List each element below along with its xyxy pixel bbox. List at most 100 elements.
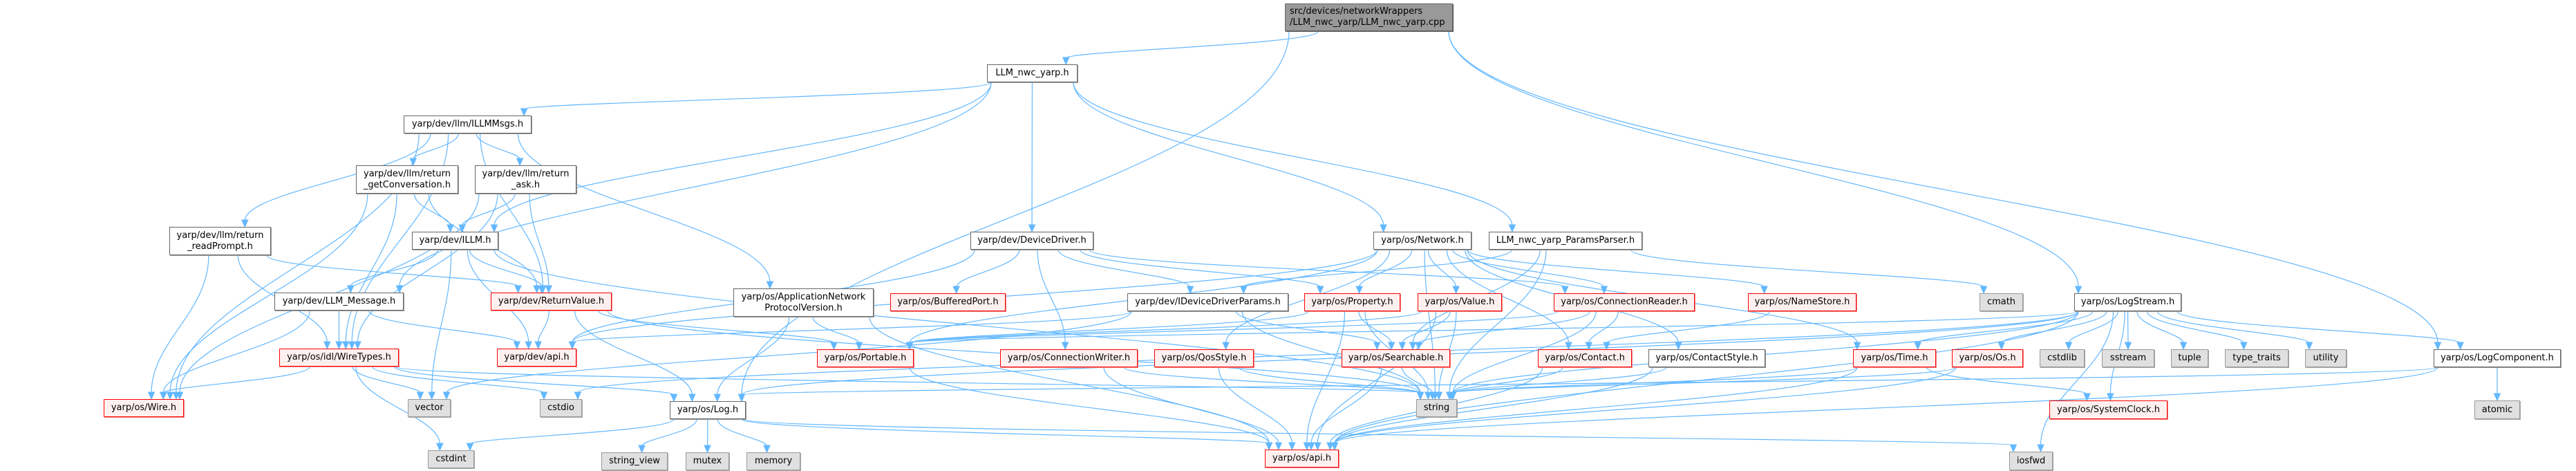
arrowhead-icon	[1288, 442, 1296, 451]
node-os-os[interactable]: yarp/os/Os.h	[1952, 349, 2023, 367]
node-bufferedport[interactable]: yarp/os/BufferedPort.h	[890, 293, 1006, 311]
node-return-readprompt[interactable]: yarp/dev/llm/return _readPrompt.h	[169, 227, 271, 255]
node-devicedriver[interactable]: yarp/dev/DeviceDriver.h	[970, 232, 1093, 250]
edge-idevicedriverparams-to-dev_api	[572, 311, 1132, 343]
arrowhead-icon	[354, 341, 361, 350]
node-vector[interactable]: vector	[408, 399, 451, 417]
edge-llm_nwc_yarp_h-to-paramsparser	[1073, 82, 1513, 226]
node-portable[interactable]: yarp/os/Portable.h	[817, 349, 914, 367]
node-returnvalue[interactable]: yarp/dev/ReturnValue.h	[491, 293, 612, 311]
arrowhead-icon	[1449, 391, 1457, 400]
edge-ret_readprompt-to-wire	[151, 255, 209, 394]
node-property[interactable]: yarp/os/Property.h	[1304, 293, 1400, 311]
node-qosstyle[interactable]: yarp/os/QosStyle.h	[1154, 349, 1254, 367]
node-value[interactable]: yarp/os/Value.h	[1418, 293, 1502, 311]
arrowhead-icon	[2240, 342, 2248, 351]
edge-paramsparser-to-idevicedriverparams	[1243, 249, 1512, 288]
node-connectionreader[interactable]: yarp/os/ConnectionReader.h	[1554, 293, 1695, 311]
node-paramsparser[interactable]: LLM_nwc_yarp_ParamsParser.h	[1489, 232, 1642, 250]
node-illm[interactable]: yarp/dev/ILLM.h	[412, 232, 498, 250]
node-label: yarp/os/ConnectionWriter.h	[1007, 353, 1131, 363]
node-label: mutex	[693, 456, 722, 466]
node-memory[interactable]: memory	[746, 452, 800, 470]
edge-illm-to-llm_message	[350, 249, 438, 287]
node-network[interactable]: yarp/os/Network.h	[1373, 232, 1472, 250]
node-os-api[interactable]: yarp/os/api.h	[1265, 450, 1339, 468]
node-sstream[interactable]: sstream	[2102, 349, 2154, 367]
edge-devicedriver-to-property	[1079, 249, 1321, 288]
node-llm-message[interactable]: yarp/dev/LLM_Message.h	[274, 293, 404, 311]
node-utility[interactable]: utility	[2305, 349, 2347, 367]
node-string[interactable]: string	[1416, 399, 1457, 417]
edge-llm_nwc_yarp_h-to-llm_message	[399, 82, 992, 287]
node-connectionwriter[interactable]: yarp/os/ConnectionWriter.h	[1000, 349, 1138, 367]
edge-wiretypes-to-cstdint	[355, 366, 440, 445]
arrowhead-icon	[2074, 286, 2083, 295]
node-searchable[interactable]: yarp/os/Searchable.h	[1342, 349, 1450, 367]
edge-illmmsgs-to-returnvalue	[480, 133, 543, 287]
edge-appnetproto-to-log	[717, 316, 790, 396]
edge-log-to-string_view	[641, 418, 697, 447]
edge-llm_nwc_yarp_h-to-network	[1073, 82, 1384, 226]
node-logstream[interactable]: yarp/os/LogStream.h	[2074, 293, 2181, 311]
node-string-view[interactable]: string_view	[601, 452, 668, 470]
node-time[interactable]: yarp/os/Time.h	[1853, 349, 1936, 367]
node-label: yarp/dev/llm/return _ask.h	[482, 168, 570, 190]
arrowhead-icon	[2124, 342, 2132, 351]
node-return-getconversation[interactable]: yarp/dev/llm/return _getConversation.h	[356, 165, 458, 194]
arrowhead-icon	[520, 108, 528, 117]
node-appnetproto[interactable]: yarp/os/ApplicationNetwork ProtocolVersi…	[733, 288, 874, 317]
node-cstdlib[interactable]: cstdlib	[2040, 349, 2085, 367]
edge-ret_getconv-to-illm	[413, 193, 451, 226]
node-cstdint[interactable]: cstdint	[428, 450, 474, 468]
node-label: yarp/dev/api.h	[504, 352, 570, 362]
node-wire[interactable]: yarp/os/Wire.h	[104, 399, 184, 417]
arrowhead-icon	[1275, 442, 1283, 451]
node-tuple[interactable]: tuple	[2171, 349, 2208, 367]
node-iosfwd[interactable]: iosfwd	[2009, 452, 2053, 470]
arrowhead-icon	[1409, 342, 1417, 351]
node-return-ask[interactable]: yarp/dev/llm/return _ask.h	[475, 165, 576, 194]
node-cmath[interactable]: cmath	[1980, 293, 2023, 311]
node-root[interactable]: src/devices/networkWrappers /LLM_nwc_yar…	[1285, 3, 1453, 31]
node-label: yarp/os/Wire.h	[111, 403, 177, 413]
node-label: cmath	[1986, 297, 2016, 307]
arrowhead-icon	[147, 391, 156, 400]
arrowhead-icon	[1380, 224, 1387, 233]
edge-wiretypes-to-log	[393, 366, 675, 396]
edge-connectionreader-to-contact	[1588, 311, 1619, 344]
arrowhead-icon	[1326, 442, 1334, 451]
node-illmmsgs[interactable]: yarp/dev/llm/ILLMMsgs.h	[404, 116, 532, 133]
node-log[interactable]: yarp/os/Log.h	[670, 401, 746, 419]
node-idevicedriverparams[interactable]: yarp/dev/IDeviceDriverParams.h	[1127, 293, 1288, 311]
node-atomic[interactable]: atomic	[2474, 400, 2520, 419]
edge-returnvalue-to-log	[574, 310, 693, 396]
node-wiretypes[interactable]: yarp/os/idl/WireTypes.h	[279, 349, 399, 367]
node-dev-api[interactable]: yarp/dev/api.h	[497, 349, 576, 367]
edge-ret_readprompt-to-returnvalue	[266, 255, 519, 287]
node-contact[interactable]: yarp/os/Contact.h	[1538, 349, 1632, 367]
edge-time-to-systemclock	[1926, 367, 2088, 395]
node-namestore[interactable]: yarp/os/NameStore.h	[1748, 293, 1856, 311]
arrowhead-icon	[1062, 57, 1070, 66]
node-label: yarp/os/Value.h	[1425, 297, 1495, 307]
arrowhead-icon	[830, 342, 838, 351]
node-contactstyle[interactable]: yarp/os/ContactStyle.h	[1648, 349, 1765, 367]
node-label: yarp/os/Contact.h	[1545, 353, 1625, 363]
edge-logstream-to-tuple	[2136, 311, 2184, 344]
node-type-traits[interactable]: type_traits	[2225, 349, 2288, 367]
node-cstdio[interactable]: cstdio	[540, 399, 582, 417]
edge-logstream-to-logcomponent	[2177, 311, 2461, 344]
edge-property-to-os_api	[1306, 311, 1346, 444]
node-label: src/devices/networkWrappers /LLM_nwc_yar…	[1290, 6, 1445, 28]
node-label: cstdlib	[2047, 353, 2077, 363]
edge-ret_ask-to-returnvalue	[529, 193, 549, 287]
arrowhead-icon	[2037, 444, 2044, 453]
node-logcomponent[interactable]: yarp/os/LogComponent.h	[2434, 349, 2561, 367]
arrowhead-icon	[766, 281, 774, 290]
node-llm-nwc-yarp-h[interactable]: LLM_nwc_yarp.h	[987, 64, 1078, 82]
node-label: yarp/os/Log.h	[677, 405, 739, 415]
arrowhead-icon	[638, 445, 646, 454]
node-systemclock[interactable]: yarp/os/SystemClock.h	[2049, 400, 2168, 419]
node-mutex[interactable]: mutex	[686, 452, 729, 470]
